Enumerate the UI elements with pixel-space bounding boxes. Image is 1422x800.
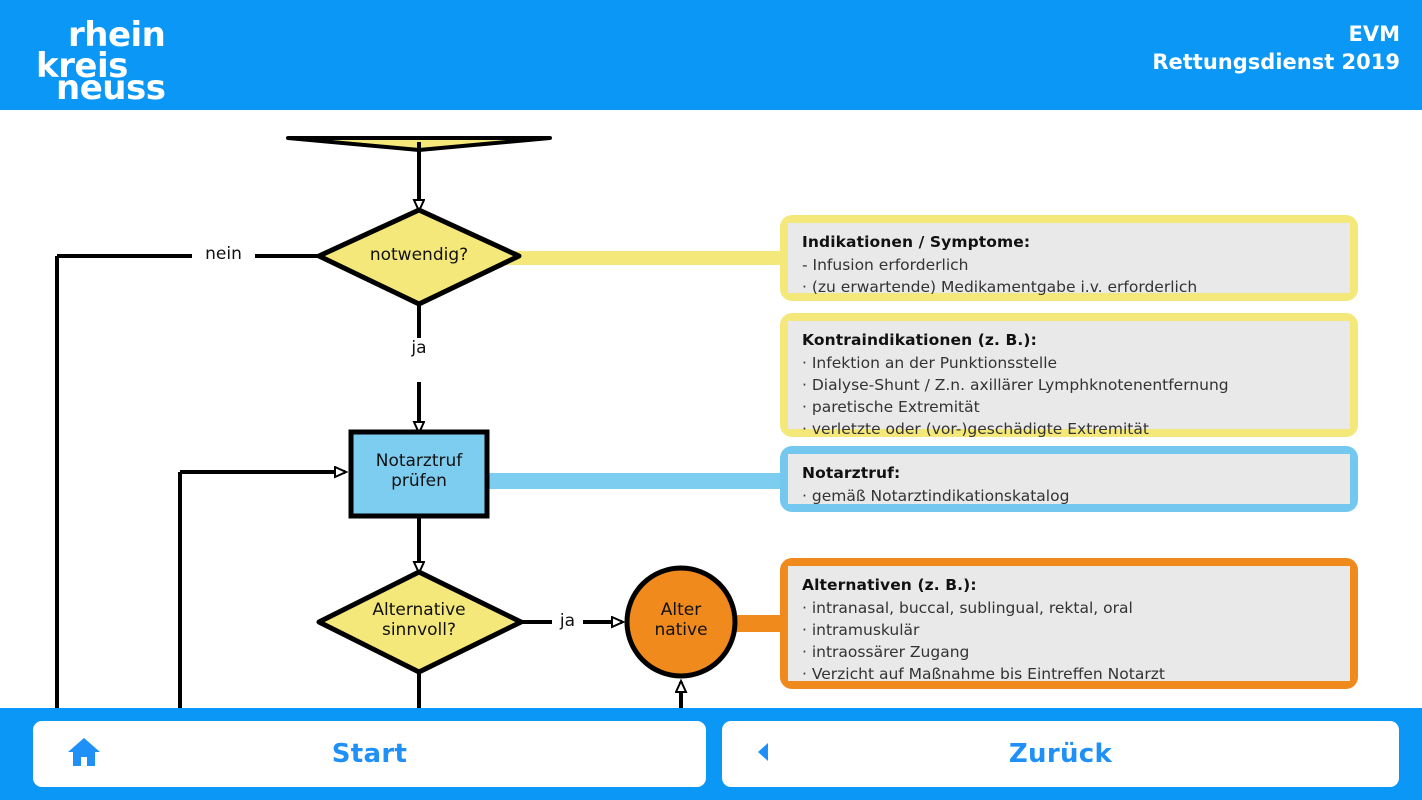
info-box-indikationen-item: - Infusion erforderlich <box>802 255 969 274</box>
connector-blue-notarztruf <box>470 473 790 489</box>
start-button[interactable]: Start <box>33 721 706 787</box>
info-box-alternativen-inner: Alternativen (z. B.): · intranasal, bucc… <box>788 566 1350 683</box>
info-box-kontraindikationen-item: · Dialyse-Shunt / Z.n. axillärer Lymphkn… <box>802 375 1229 394</box>
info-box-notarztruf-item: · gemäß Notarztindikationskatalog <box>802 486 1070 505</box>
info-box-alternativen-item: · Verzicht auf Maßnahme bis Eintreffen N… <box>802 664 1165 683</box>
app-header: rhein kreis neuss EVM Rettungsdienst 201… <box>0 0 1422 110</box>
info-box-kontraindikationen-item: · verletzte oder (vor-)geschädigte Extre… <box>802 419 1149 438</box>
flowchart-svg <box>55 136 795 708</box>
node-process-notarztruf-pruefen <box>348 429 490 519</box>
back-button[interactable]: Zurück <box>722 721 1399 787</box>
connector-yellow-indikationen <box>505 251 790 265</box>
info-box-alternativen-item: · intranasal, buccal, sublingual, rektal… <box>802 598 1133 617</box>
node-terminator-alternative <box>624 565 738 679</box>
info-box-notarztruf-title: Notarztruf: <box>802 464 901 482</box>
info-box-kontraindikationen-item: · paretische Extremität <box>802 397 980 416</box>
info-box-alternativen-title: Alternativen (z. B.): <box>802 576 977 594</box>
header-title: EVM Rettungsdienst 2019 <box>1152 20 1400 77</box>
logo-line-1: rhein <box>68 15 166 55</box>
info-box-alternativen-item: · intramuskulär <box>802 620 920 639</box>
info-box-alternativen-item: · intraossärer Zugang <box>802 642 970 661</box>
app-footer: Start Zurück <box>0 708 1422 800</box>
info-box-indikationen-item: · (zu erwartende) Medikamentgabe i.v. er… <box>802 277 1198 296</box>
info-box-indikationen: Indikationen / Symptome: - Infusion erfo… <box>780 215 1358 301</box>
logo-rhein-kreis-neuss: rhein kreis neuss <box>28 8 288 108</box>
connector-orange-alternativen <box>725 615 795 632</box>
info-box-kontraindikationen-title: Kontraindikationen (z. B.): <box>802 331 1037 349</box>
home-icon <box>67 736 101 772</box>
info-box-indikationen-inner: Indikationen / Symptome: - Infusion erfo… <box>788 223 1350 296</box>
info-box-kontraindikationen-item: · Infektion an der Punktionsstelle <box>802 353 1058 372</box>
info-box-kontraindikationen-inner: Kontraindikationen (z. B.): · Infektion … <box>788 321 1350 438</box>
info-box-notarztruf-inner: Notarztruf: · gemäß Notarztindikationska… <box>788 454 1350 505</box>
header-title-line-2: Rettungsdienst 2019 <box>1152 50 1400 75</box>
start-button-label: Start <box>331 739 408 769</box>
flowchart-canvas: notwendig? Notarztruf prüfen Alternative… <box>0 110 1422 708</box>
info-box-kontraindikationen: Kontraindikationen (z. B.): · Infektion … <box>780 313 1358 438</box>
info-box-indikationen-title: Indikationen / Symptome: <box>802 233 1031 251</box>
logo-line-3: neuss <box>56 68 166 108</box>
triangle-left-icon <box>756 742 770 766</box>
logo-line-2: kreis <box>36 46 128 86</box>
node-decision-notwendig <box>316 207 522 307</box>
header-title-line-1: EVM <box>1348 22 1401 46</box>
info-box-alternativen: Alternativen (z. B.): · intranasal, bucc… <box>780 558 1358 689</box>
info-box-notarztruf: Notarztruf: · gemäß Notarztindikationska… <box>780 446 1358 512</box>
back-button-label: Zurück <box>1008 739 1113 769</box>
node-decision-alternative-sinnvoll <box>316 569 524 675</box>
